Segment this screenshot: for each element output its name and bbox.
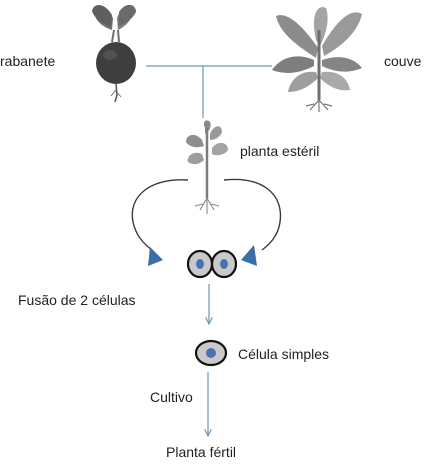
fertile-plant-label: Planta fértil — [166, 444, 236, 460]
cabbage-icon — [272, 7, 362, 112]
left-loop-arrow — [131, 179, 189, 266]
cultivation-label: Cultivo — [150, 389, 193, 405]
sterile-plant-icon — [186, 120, 228, 214]
single-cell-label: Célula simples — [238, 346, 329, 362]
right-loop-arrow — [223, 178, 282, 266]
radish-icon — [92, 4, 136, 103]
radish-label: rabanete — [0, 53, 55, 69]
sterile-plant-label: planta estéril — [240, 143, 319, 159]
cabbage-label: couve — [384, 53, 422, 69]
fusion-label: Fusão de 2 células — [18, 292, 136, 308]
fused-cells-icon — [186, 249, 238, 279]
cross-connector — [146, 65, 272, 118]
single-cell-icon — [194, 339, 228, 367]
